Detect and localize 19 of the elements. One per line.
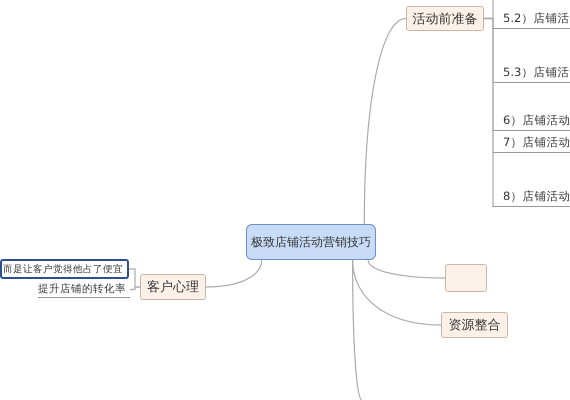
subtopic-label: 5.3）店铺活 bbox=[493, 62, 570, 83]
subtopic-label: 5.2）店铺活 bbox=[493, 8, 570, 29]
topic-box bbox=[445, 264, 487, 292]
subtopic-label: 7）店铺活动 bbox=[493, 132, 570, 153]
connector-line bbox=[352, 260, 442, 326]
connector-line bbox=[352, 260, 362, 400]
subtopic-label: 8）店铺活动 bbox=[493, 186, 570, 207]
subtopic-box: 而是让客户觉得他占了便宜 bbox=[0, 259, 129, 279]
subtopic-label: 6）店铺活动 bbox=[493, 110, 570, 131]
central-topic-box: 极致店铺活动营销技巧 bbox=[246, 224, 376, 260]
topic-box: 活动前准备 bbox=[406, 6, 484, 31]
connector-line bbox=[206, 260, 262, 288]
connector-line bbox=[130, 286, 140, 290]
connector-line bbox=[484, 18, 494, 207]
subtopic-label: 提升店铺的转化率 bbox=[38, 281, 130, 298]
connector-line bbox=[364, 18, 406, 224]
connector-line bbox=[368, 260, 445, 279]
topic-box: 客户心理 bbox=[140, 274, 206, 300]
topic-box: 资源整合 bbox=[441, 312, 508, 338]
